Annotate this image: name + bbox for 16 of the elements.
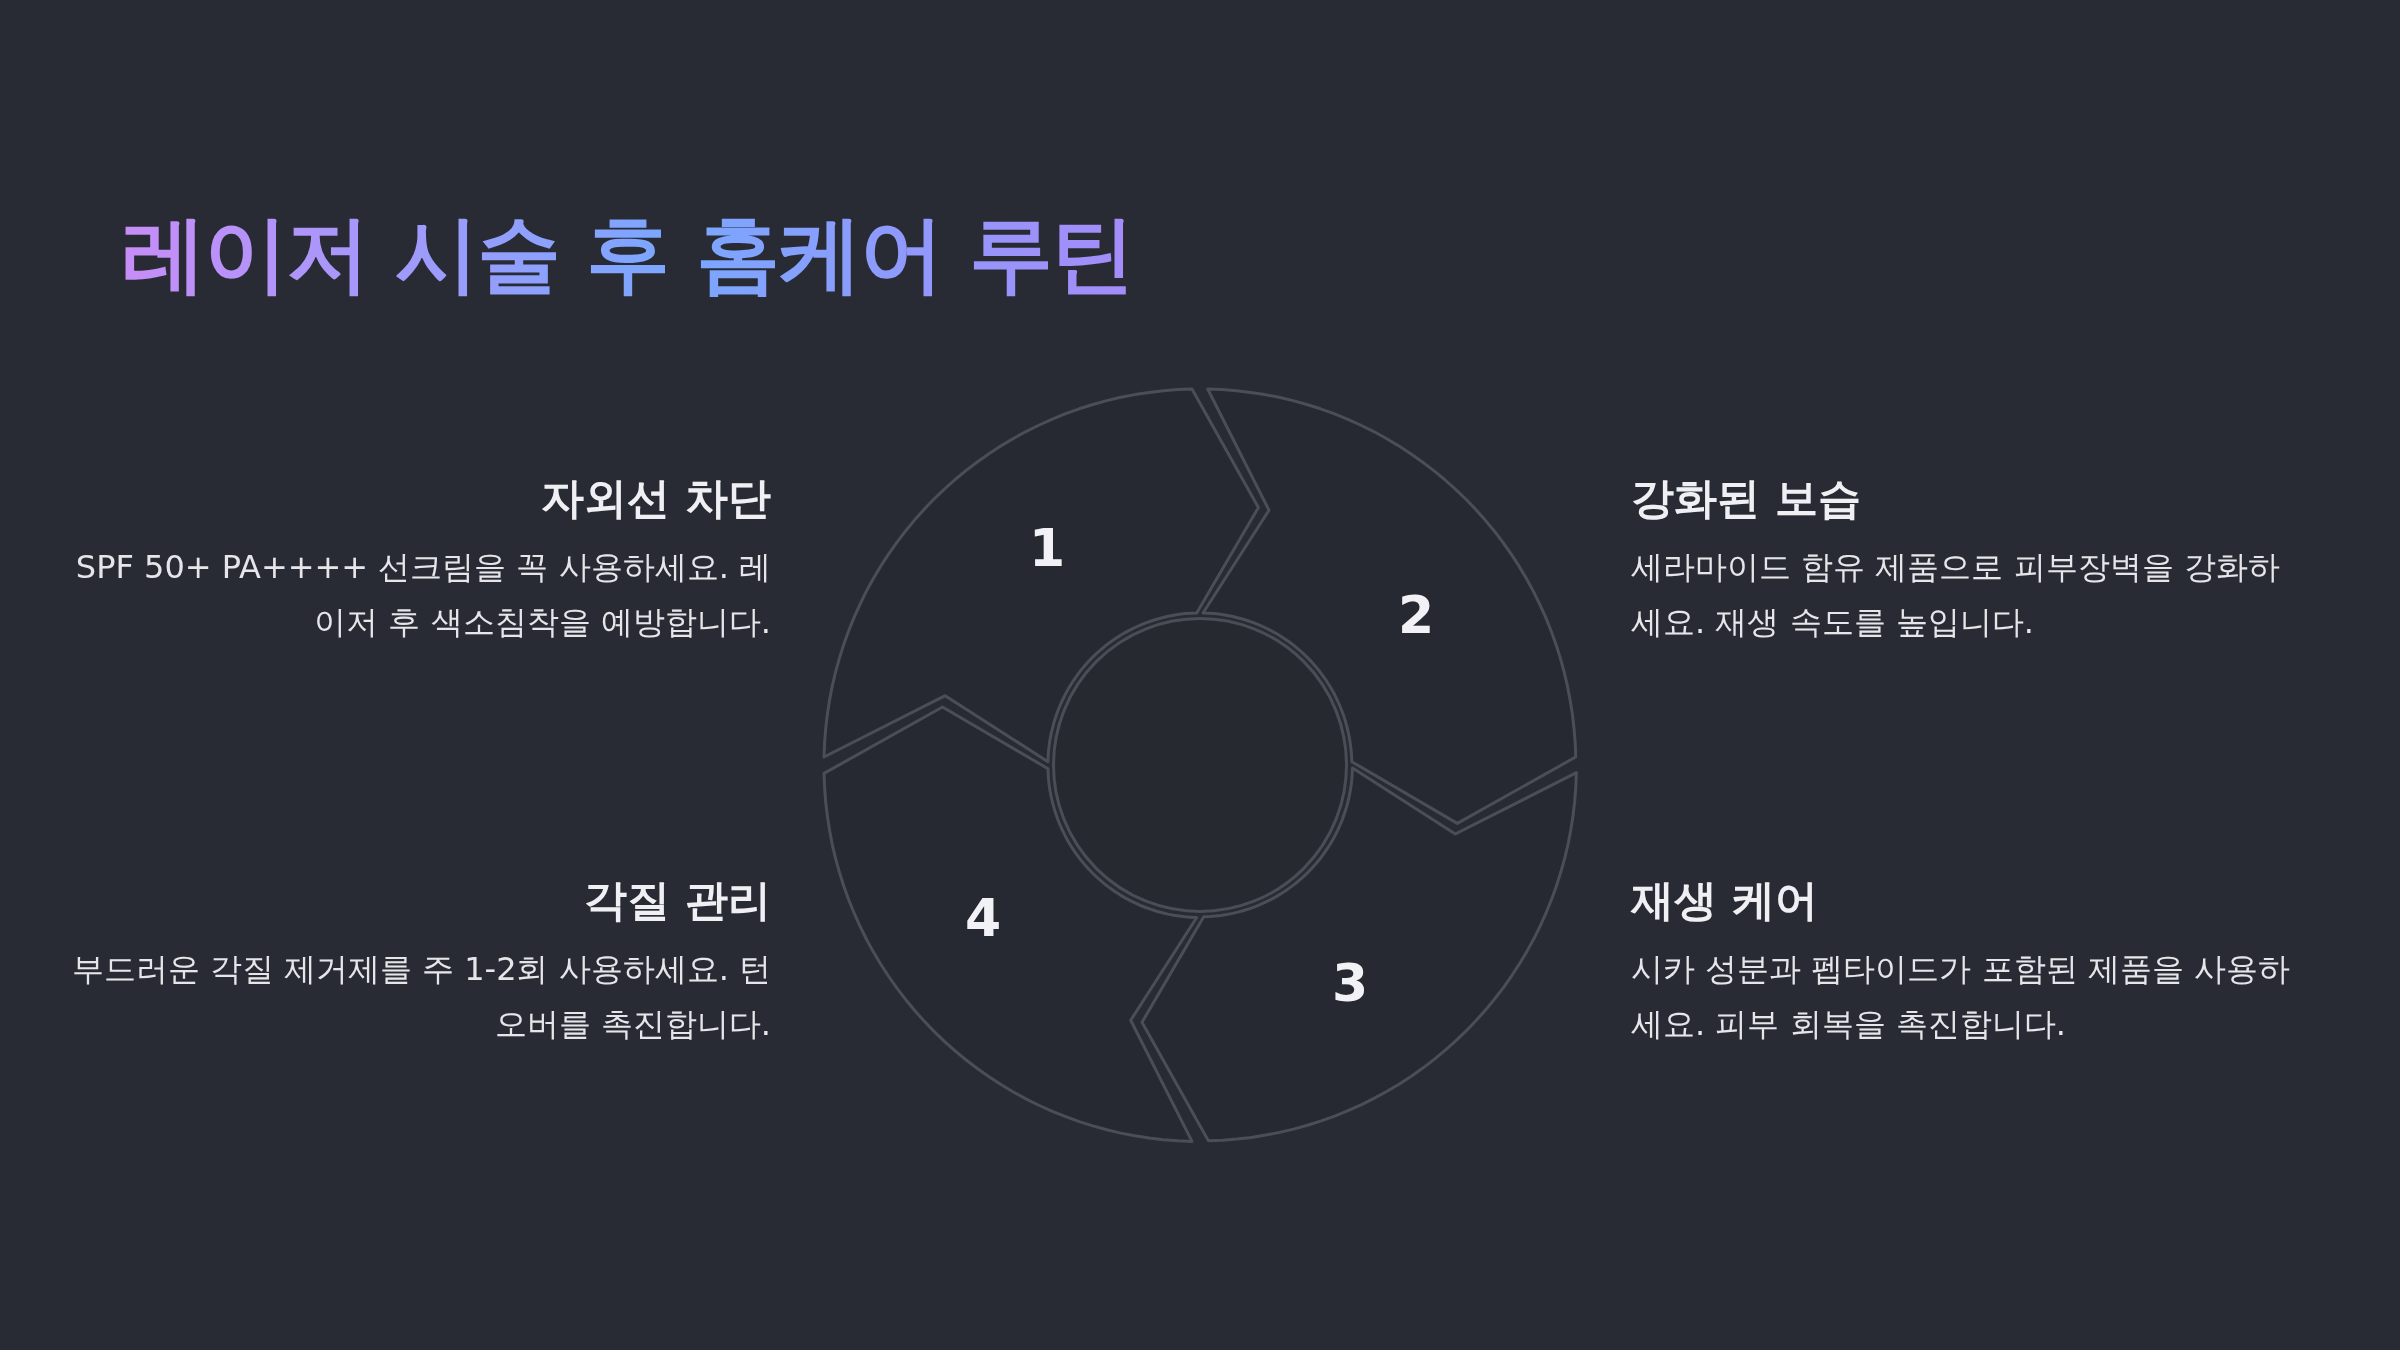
step-heading: 자외선 차단 bbox=[541, 472, 771, 525]
step-description: SPF 50+ PA++++ 선크림을 꼭 사용하세요. 레이저 후 색소침착을 예방합니다. bbox=[74, 547, 771, 643]
step-description: 세라마이드 함유 제품으로 피부장벽을 강화하세요. 재생 속도를 높입니다. bbox=[1631, 547, 2281, 643]
arrow-segment bbox=[821, 386, 1262, 765]
arrow-segment bbox=[1200, 386, 1579, 827]
arrow-segment bbox=[821, 703, 1200, 1144]
step-number: 2 bbox=[1397, 585, 1435, 645]
step-heading: 재생 케어 bbox=[1631, 874, 1818, 927]
step-description: 시카 성분과 펩타이드가 포함된 제품을 사용하세요. 피부 회복을 촉진합니다. bbox=[1631, 949, 2291, 1045]
step-number: 3 bbox=[1331, 953, 1369, 1013]
arrow-segment bbox=[1138, 765, 1579, 1144]
step-description: 부드러운 각질 제거제를 주 1-2회 사용하세요. 턴오버를 촉진합니다. bbox=[71, 949, 771, 1045]
step-heading: 각질 관리 bbox=[584, 874, 771, 927]
step-number: 1 bbox=[1028, 518, 1066, 578]
step-heading: 강화된 보습 bbox=[1631, 472, 1861, 525]
step-number: 4 bbox=[964, 888, 1002, 948]
